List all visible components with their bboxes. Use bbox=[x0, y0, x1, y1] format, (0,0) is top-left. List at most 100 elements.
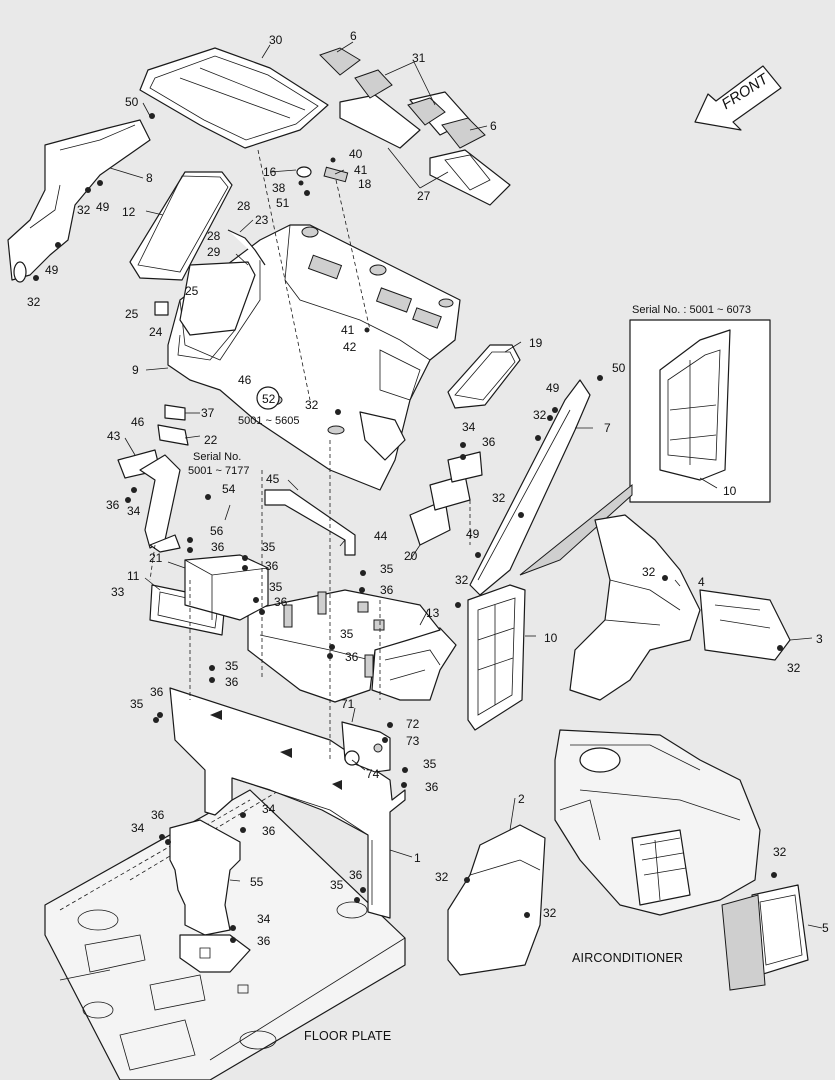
part-29-insert bbox=[177, 261, 256, 361]
callout-32-g: 32 bbox=[642, 565, 656, 579]
front-arrow: FRONT bbox=[694, 65, 782, 131]
part-19-lid bbox=[447, 344, 521, 409]
callout-36-d: 36 bbox=[265, 559, 279, 573]
callout-4: 4 bbox=[698, 575, 705, 589]
callout-44: 44 bbox=[374, 529, 388, 543]
callout-35-d: 35 bbox=[340, 627, 354, 641]
callout-41-bottom: 41 bbox=[341, 323, 355, 337]
callout-2: 2 bbox=[518, 792, 525, 806]
part-7-strip bbox=[469, 379, 591, 596]
callout-31: 31 bbox=[412, 51, 426, 65]
callout-32-i: 32 bbox=[435, 870, 449, 884]
callout-1: 1 bbox=[414, 851, 421, 865]
callout-35-e: 35 bbox=[225, 659, 239, 673]
callout-22: 22 bbox=[204, 433, 218, 447]
part-2-duct bbox=[447, 824, 546, 976]
callout-27: 27 bbox=[417, 189, 431, 203]
callout-24: 24 bbox=[149, 325, 163, 339]
callout-10-inset: 10 bbox=[723, 484, 737, 498]
callout-25-top: 25 bbox=[185, 284, 199, 298]
callout-32-f: 32 bbox=[455, 573, 469, 587]
callout-38: 38 bbox=[272, 181, 286, 195]
callout-30: 30 bbox=[269, 33, 283, 47]
callout-36-e: 36 bbox=[274, 595, 288, 609]
callout-36-a: 36 bbox=[106, 498, 120, 512]
serial-note-5001-7177: 5001 ~ 7177 bbox=[188, 465, 249, 477]
callout-33: 33 bbox=[111, 585, 125, 599]
aircon-unit bbox=[554, 729, 809, 991]
callout-28-bottom: 28 bbox=[207, 229, 221, 243]
callout-32-a: 32 bbox=[77, 203, 91, 217]
part-31-vents bbox=[319, 47, 511, 206]
callout-13: 13 bbox=[426, 606, 440, 620]
callout-19: 19 bbox=[529, 336, 543, 350]
callout-73: 73 bbox=[406, 734, 420, 748]
serial-note-5001-5605: 5001 ~ 5605 bbox=[238, 415, 299, 427]
callout-36-m: 36 bbox=[349, 868, 363, 882]
callout-55: 55 bbox=[250, 875, 264, 889]
callout-72: 72 bbox=[406, 717, 420, 731]
airconditioner-caption: AIRCONDITIONER bbox=[572, 951, 683, 965]
serial-note-title: Serial No. bbox=[193, 451, 241, 463]
callout-42: 42 bbox=[343, 340, 357, 354]
callout-34-c: 34 bbox=[262, 802, 276, 816]
part-4-air-duct bbox=[569, 514, 791, 701]
callout-28-top: 28 bbox=[237, 199, 251, 213]
part-8-duct bbox=[7, 119, 151, 283]
callout-36-l: 36 bbox=[151, 808, 165, 822]
callout-50-left: 50 bbox=[125, 95, 139, 109]
callout-18: 18 bbox=[358, 177, 372, 191]
callout-36-f: 36 bbox=[380, 583, 394, 597]
callout-36-h: 36 bbox=[225, 675, 239, 689]
callout-20: 20 bbox=[404, 549, 418, 563]
callout-5: 5 bbox=[822, 921, 829, 935]
callout-32-j: 32 bbox=[543, 906, 557, 920]
callout-9: 9 bbox=[132, 363, 139, 377]
part-44-bracket bbox=[264, 489, 356, 556]
part-71-plate bbox=[341, 721, 391, 773]
callout-34-d: 34 bbox=[131, 821, 145, 835]
callout-36-k: 36 bbox=[262, 824, 276, 838]
callout-74: 74 bbox=[366, 767, 380, 781]
callout-52: 52 bbox=[262, 392, 276, 406]
part-30-lid bbox=[139, 47, 329, 149]
callout-71: 71 bbox=[341, 697, 355, 711]
callout-32-b: 32 bbox=[27, 295, 41, 309]
callout-36-j: 36 bbox=[425, 780, 439, 794]
callout-34-b: 34 bbox=[462, 420, 476, 434]
serial-note-5001-6073: Serial No. : 5001 ~ 6073 bbox=[632, 304, 751, 316]
callout-35-g: 35 bbox=[423, 757, 437, 771]
callout-32-h: 32 bbox=[787, 661, 801, 675]
callout-23: 23 bbox=[255, 213, 269, 227]
callout-35-c: 35 bbox=[380, 562, 394, 576]
callout-37: 37 bbox=[201, 406, 215, 420]
callout-7: 7 bbox=[604, 421, 611, 435]
callout-43: 43 bbox=[107, 429, 121, 443]
callout-21: 21 bbox=[149, 551, 163, 565]
callout-46-top: 46 bbox=[238, 373, 252, 387]
callout-49-c: 49 bbox=[546, 381, 560, 395]
callout-49-d: 49 bbox=[466, 527, 480, 541]
part-10-grille bbox=[467, 584, 526, 731]
callout-46-left: 46 bbox=[131, 415, 145, 429]
callout-32-k: 32 bbox=[773, 845, 787, 859]
part-55-bracket bbox=[169, 819, 251, 973]
leader-lines bbox=[109, 41, 823, 929]
bolts bbox=[33, 113, 783, 943]
callout-32-e: 32 bbox=[492, 491, 506, 505]
part-1-lower-panel bbox=[169, 687, 406, 919]
callout-36-c: 36 bbox=[211, 540, 225, 554]
callout-36-i: 36 bbox=[150, 685, 164, 699]
callout-49-a: 49 bbox=[96, 200, 110, 214]
callout-51: 51 bbox=[276, 196, 290, 210]
callout-10: 10 bbox=[544, 631, 558, 645]
main-plate bbox=[247, 589, 441, 703]
callout-35-b: 35 bbox=[269, 580, 283, 594]
notes: 52 5001 ~ 5605 Serial No. 5001 ~ 7177 Se… bbox=[188, 304, 751, 1043]
serial-inset bbox=[519, 319, 771, 576]
callout-11: 11 bbox=[127, 569, 140, 583]
callout-12: 12 bbox=[122, 205, 136, 219]
callout-35-f: 35 bbox=[130, 697, 144, 711]
callout-49-b: 49 bbox=[45, 263, 59, 277]
